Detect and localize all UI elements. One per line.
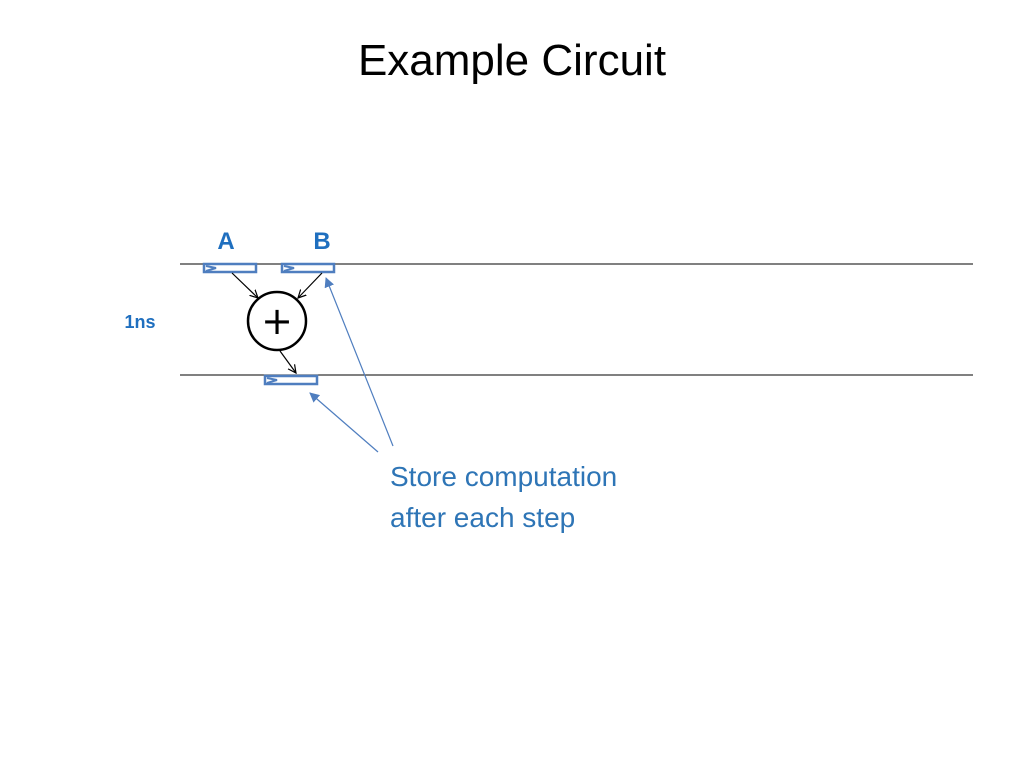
slide-title: Example Circuit (357, 36, 667, 85)
arrow-adder-to-output (279, 350, 296, 373)
adder-symbol: + (261, 299, 293, 343)
register-a (202, 262, 258, 274)
arrow-b-to-adder (298, 272, 323, 298)
register-b-label: B (313, 228, 330, 255)
callout-text: Store computation after each step (390, 456, 617, 538)
adder-node: + (246, 290, 308, 352)
callout-line-1: Store computation (390, 461, 618, 492)
arrow-a-to-adder (231, 272, 258, 298)
register-a-label: A (217, 228, 234, 255)
callout-line-2: after each step (390, 502, 576, 533)
callout-arrow-to-output-register (309, 392, 379, 453)
register-b (280, 262, 336, 274)
callout-arrow-to-register-b (324, 277, 394, 447)
stage-delay-label: 1ns (124, 312, 155, 332)
register-output (263, 374, 319, 386)
